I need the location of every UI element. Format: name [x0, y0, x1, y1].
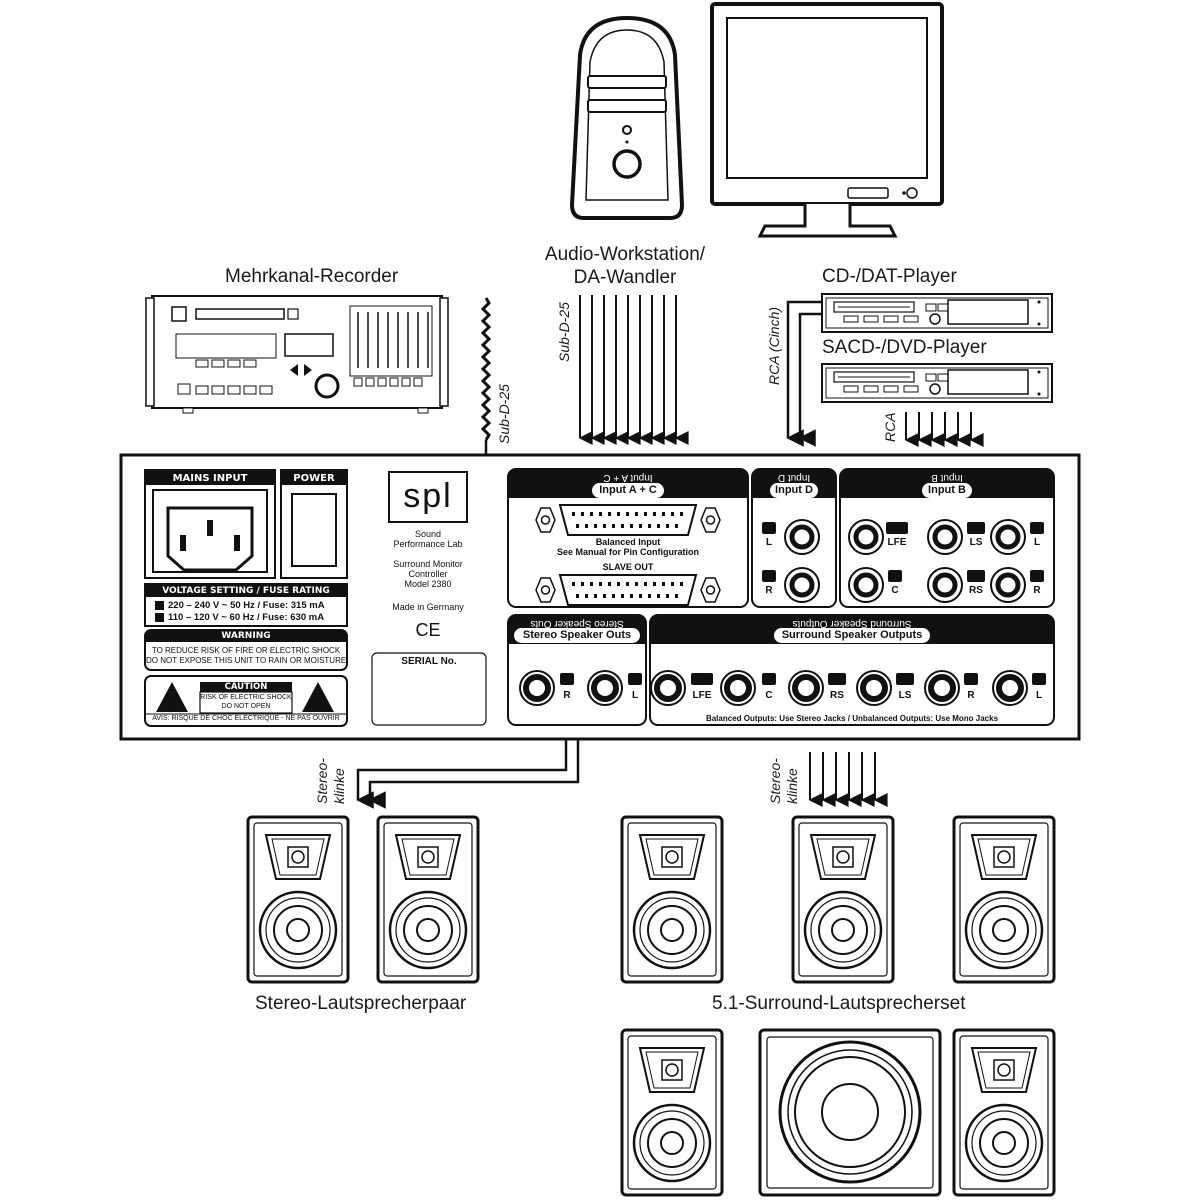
power-header: POWER: [282, 472, 346, 485]
recorder-label: Mehrkanal-Recorder: [225, 266, 399, 287]
input-b-l-label: L: [1033, 537, 1041, 548]
stereo-speaker-left: [246, 815, 350, 984]
sacd-dvd-player-device: [821, 363, 1053, 403]
surround-out-l-label: L: [1035, 690, 1043, 701]
rca-cable-cd: [786, 300, 822, 447]
sub-d-workstation-label: Sub-D-25: [556, 302, 572, 362]
caution-header: CAUTION: [200, 682, 292, 692]
voltage-line-1: 220 – 240 V ~ 50 Hz / Fuse: 315 mA: [168, 600, 325, 611]
cd-player-label: CD-/DAT-Player: [822, 266, 957, 287]
rca-jacks: [762, 519, 1044, 603]
model-line-2: Controller: [408, 569, 448, 579]
input-b-lfe-label: LFE: [887, 537, 907, 548]
ce-mark: CE: [415, 620, 441, 640]
brand-line-2: Performance Lab: [393, 539, 463, 549]
surround-out-r-label: R: [967, 690, 975, 701]
surround-outs-label: Surround Speaker Outputs: [774, 628, 930, 643]
caution-line-1: RISK OF ELECTRIC SHOCK: [200, 694, 292, 701]
surround-speakers-label: 5.1-Surround-Lautsprecherset: [712, 993, 966, 1014]
surround-out-c-label: C: [765, 690, 773, 701]
input-d-mirrored: Input D: [777, 472, 811, 483]
surround-speaker-left: [620, 815, 724, 984]
stereo-out-l-label: L: [631, 690, 639, 701]
input-b-r-label: R: [1033, 585, 1041, 596]
sacd-player-label: SACD-/DVD-Player: [822, 337, 987, 358]
stereo-outs-label: Stereo Speaker Outs: [514, 628, 640, 643]
surround-out-rs-label: RS: [830, 690, 844, 701]
surround-out-lfe-label: LFE: [692, 690, 712, 701]
warning-header: WARNING: [146, 631, 346, 642]
subwoofer: [758, 1028, 942, 1197]
output-jacks: [519, 670, 1046, 706]
stereo-jack-label-2: klinke: [331, 768, 347, 804]
input-d-r-label: R: [765, 585, 773, 596]
surround-jack-label-2: klinke: [784, 768, 800, 804]
surround-out-ls-label: LS: [898, 690, 912, 701]
stereo-out-r-label: R: [563, 690, 571, 701]
computer-monitor: [710, 2, 944, 238]
cd-dat-player-device: [821, 293, 1053, 333]
input-b-label: Input B: [922, 483, 972, 498]
rca-cinch-label: RCA (Cinch): [766, 306, 782, 385]
model-line-3: Model 2380: [404, 579, 452, 589]
see-manual-label: See Manual for Pin Configuration: [556, 547, 699, 557]
computer-tower: [569, 15, 685, 220]
stereo-speakers-label: Stereo-Lautsprecherpaar: [255, 993, 467, 1014]
input-b-rs-label: RS: [969, 585, 983, 596]
model-line-1: Surround Monitor: [393, 559, 463, 569]
rca-cable-sacd: [904, 412, 984, 447]
sub-d-cable-workstation: [578, 295, 689, 445]
workstation-label-line2: DA-Wandler: [573, 267, 677, 288]
stereo-jack-cable: [356, 740, 580, 809]
input-b-c-label: C: [891, 585, 899, 596]
multichannel-recorder-device: [145, 295, 449, 414]
input-b-ls-label: LS: [969, 537, 983, 548]
input-d-l-label: L: [765, 537, 773, 548]
input-ac-mirrored: Input A + C: [603, 472, 653, 483]
stereo-jack-label-1: Stereo-: [314, 758, 330, 804]
warning-line-1: TO REDUCE RISK OF FIRE OR ELECTRIC SHOCK: [151, 646, 341, 655]
rca-label: RCA: [882, 412, 898, 442]
voltage-header: VOLTAGE SETTING / FUSE RATING: [146, 585, 346, 597]
voltage-line-2: 110 – 120 V ~ 60 Hz / Fuse: 630 mA: [168, 612, 325, 623]
sub-d-recorder-label: Sub-D-25: [496, 384, 512, 444]
surround-speaker-center: [791, 815, 895, 984]
input-ac-label: Input A + C: [592, 483, 664, 498]
workstation-label-line1: Audio-Workstation/: [544, 244, 706, 265]
input-b-mirrored: Input B: [931, 472, 963, 483]
surround-speaker-right: [952, 815, 1056, 984]
balanced-input-label: Balanced Input: [595, 537, 661, 547]
spl-logo: spl: [403, 477, 453, 515]
avis-text: AVIS: RISQUE DE CHOC ÉLECTRIQUE - NE PAS…: [152, 715, 340, 722]
slave-out-label: SLAVE OUT: [602, 562, 654, 572]
serial-label: SERIAL No.: [401, 656, 457, 667]
made-in-label: Made in Germany: [392, 602, 464, 612]
brand-line-1: Sound: [414, 529, 442, 539]
surround-jack-cable: [808, 752, 888, 807]
surround-jack-label-1: Stereo-: [767, 758, 783, 804]
outputs-note: Balanced Outputs: Use Stereo Jacks / Unb…: [705, 714, 999, 723]
caution-line-2: DO NOT OPEN: [221, 703, 271, 710]
surround-speaker-rear-left: [620, 1028, 724, 1197]
warning-line-2: DO NOT EXPOSE THIS UNIT TO RAIN OR MOIST…: [146, 656, 347, 665]
mains-input-header: MAINS INPUT: [146, 472, 274, 485]
stereo-speaker-right: [376, 815, 480, 984]
input-d-label: Input D: [770, 483, 818, 498]
surround-speaker-rear-right: [952, 1028, 1056, 1197]
